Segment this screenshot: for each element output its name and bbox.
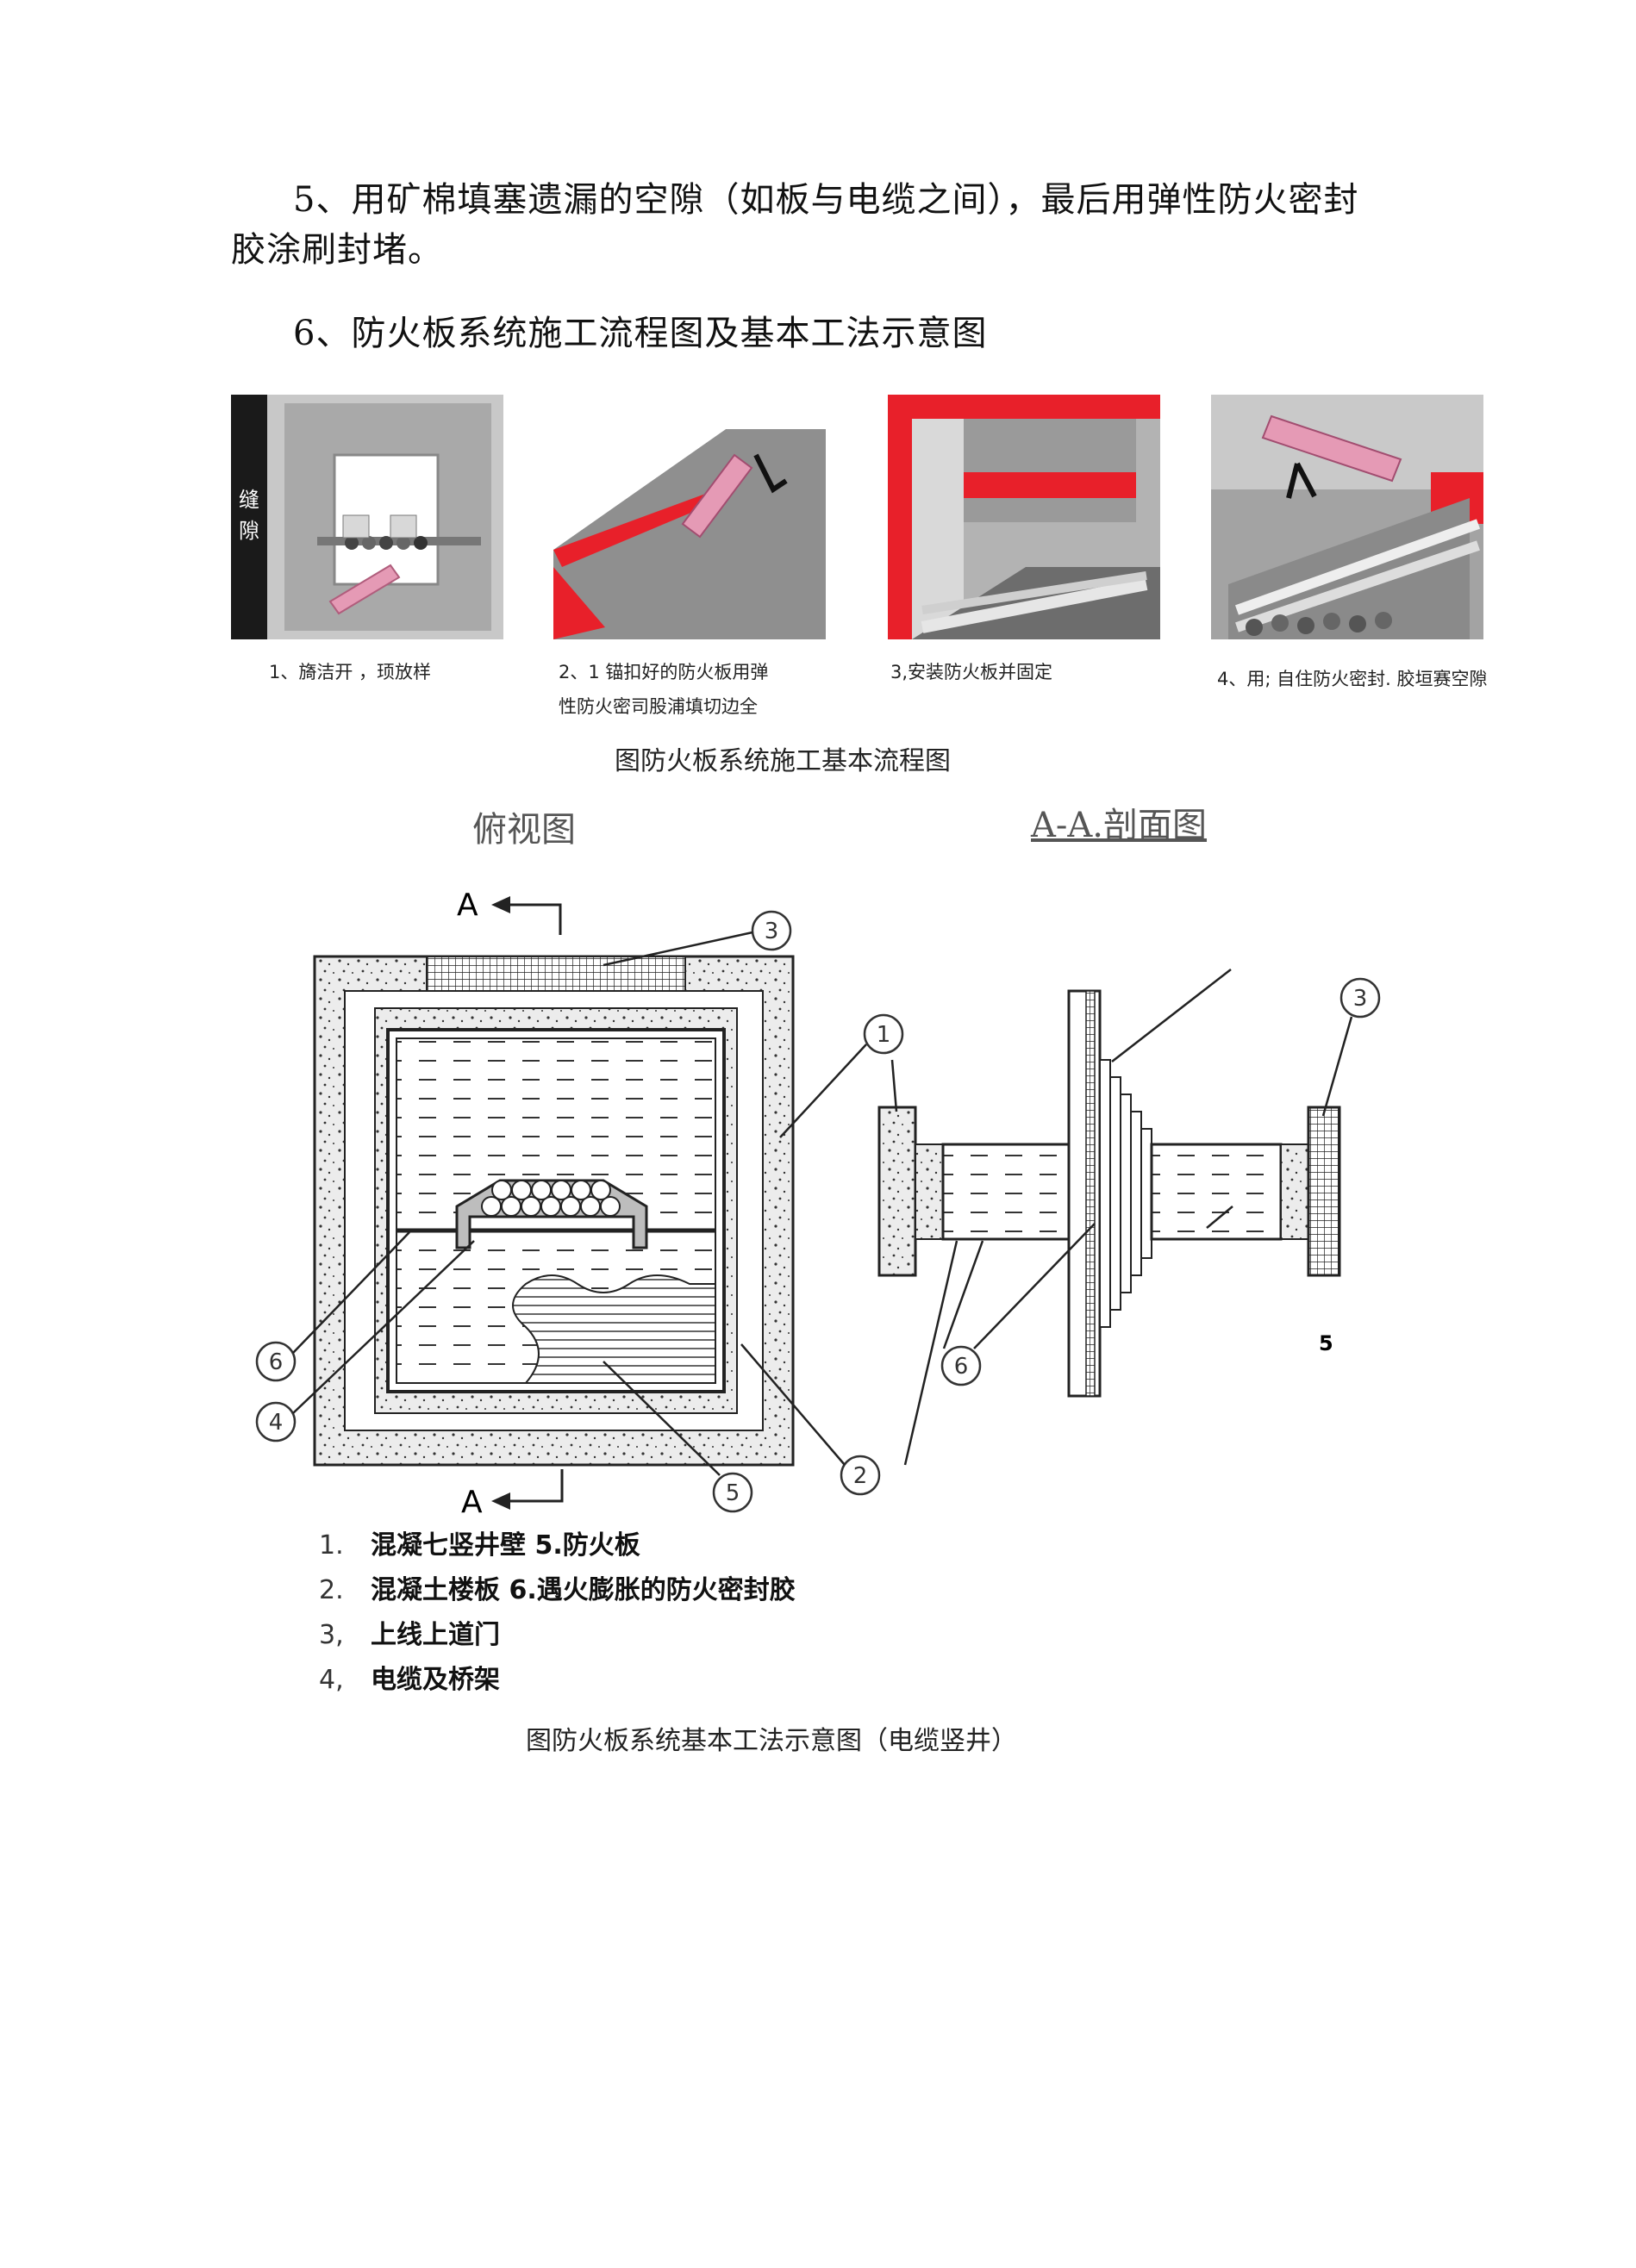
section-view-title: A-A.剖面图 <box>1031 806 1208 845</box>
svg-text:5: 5 <box>726 1480 740 1506</box>
flow-step1-caption: 1、旖洁开 ，顼放样 <box>269 662 432 682</box>
flow-figure-caption: 图防火板系统施工基本流程图 <box>615 746 951 776</box>
svg-text:6: 6 <box>954 1354 969 1380</box>
section-marker-top: A <box>457 888 478 923</box>
paragraph-5-line2: 胶涂刷封堵。 <box>231 230 443 270</box>
svg-text:3: 3 <box>765 919 779 944</box>
svg-text:3: 3 <box>1353 986 1368 1012</box>
flow-step1-image: 缝 隙 <box>231 395 503 639</box>
flow-step4-caption: 4、用; 自住防火密封. 胶垣赛空隙 <box>1217 669 1488 689</box>
flow-step2-image <box>553 395 826 639</box>
legend-row: 4,电缆及桥架 <box>319 1665 500 1695</box>
flow-step3-caption: 3,安装防火板并固定 <box>890 662 1053 682</box>
flow-step2-caption-line2: 性防火密司股浦填切边全 <box>559 696 758 717</box>
flow-step4-image <box>1211 395 1483 639</box>
section-label-5: 5 <box>1319 1331 1333 1355</box>
legend-row: 1.混凝七竖井壁 5.防火板 <box>319 1530 640 1561</box>
section-marker-bottom: A <box>461 1485 483 1520</box>
paragraph-6: 6、防火板系统施工流程图及基本工法示意图 <box>293 314 988 353</box>
drawing-legend: 1.混凝七竖井壁 5.防火板 2.混凝土楼板 6.遇火膨胀的防火密封胶 3,上线… <box>319 1523 796 1703</box>
top-view-title: 俯视图 <box>472 810 576 850</box>
paragraph-5-line1: 5、用矿棉填塞遗漏的空隙（如板与电缆之间），最后用弹性防火密封 <box>293 180 1359 220</box>
legend-row: 3,上线上道门 <box>319 1620 500 1650</box>
technical-drawing: A 3 1 6 4 5 2 <box>255 888 1381 1520</box>
drawing-figure-caption: 图防火板系统基本工法示意图（电缆竖井） <box>526 1726 1017 1756</box>
flow-step2-caption-line1: 2、1 锚扣好的防火板用弹 <box>559 662 769 682</box>
svg-text:2: 2 <box>853 1463 868 1489</box>
step1-side-char2: 隙 <box>239 519 259 543</box>
svg-text:4: 4 <box>269 1410 284 1436</box>
svg-text:1: 1 <box>877 1022 891 1048</box>
svg-text:6: 6 <box>269 1349 284 1375</box>
step1-side-char1: 缝 <box>239 488 259 512</box>
flow-step3-image <box>888 395 1160 639</box>
legend-row: 2.混凝土楼板 6.遇火膨胀的防火密封胶 <box>319 1575 796 1605</box>
